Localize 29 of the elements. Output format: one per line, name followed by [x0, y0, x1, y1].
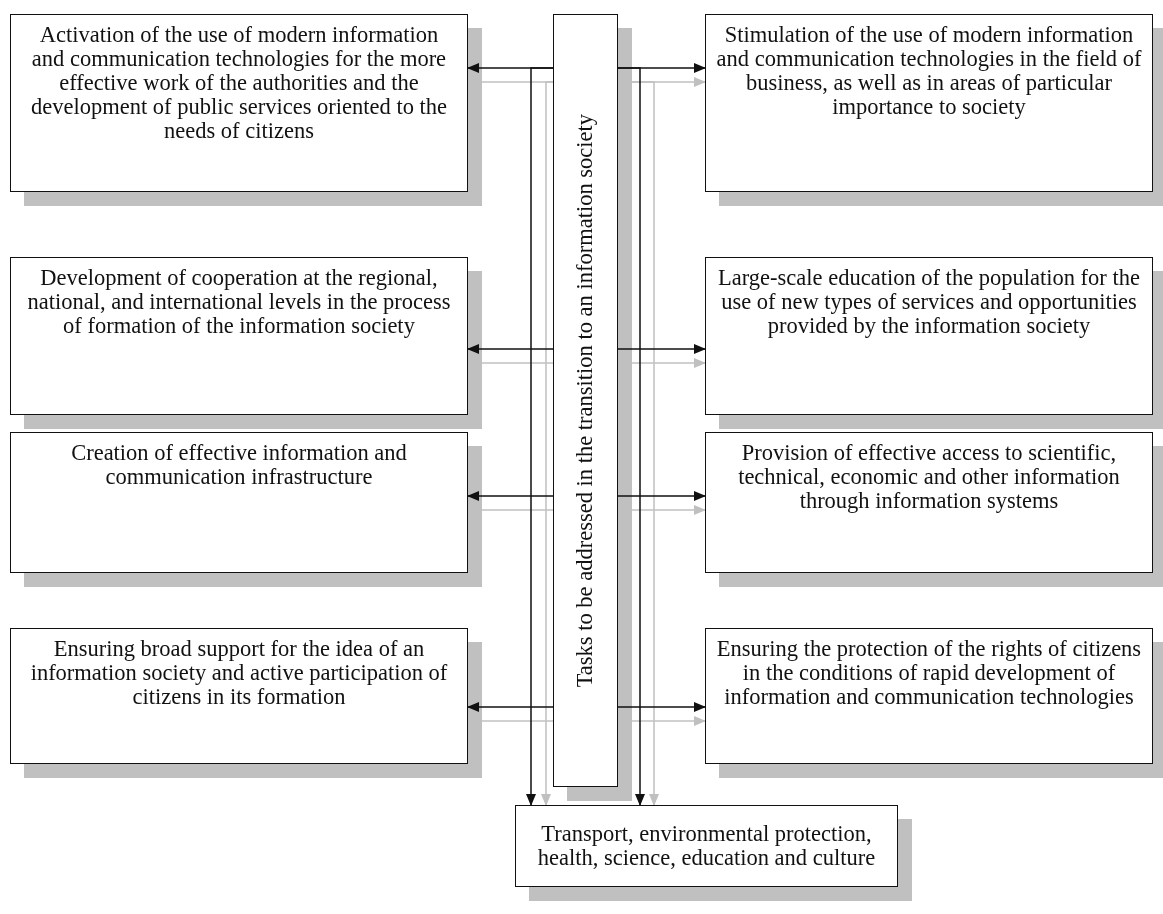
box-text: Large-scale education of the population for the use of new types of services and opportunities provided by the information society — [717, 266, 1141, 338]
box-text: Activation of the use of modern information and communication technologies for the more effective work of the authorities and the development of public services oriented to the needs of citizens — [29, 23, 449, 143]
arrow — [617, 67, 645, 806]
arrow — [617, 344, 706, 354]
task-box — [515, 805, 898, 887]
task-box — [10, 257, 468, 415]
task-box — [10, 14, 468, 192]
box-text: Transport, environmental protection, health, science, education and culture — [536, 822, 877, 870]
arrow — [541, 81, 554, 806]
box-text: Provision of effective access to scientific, technical, economic and other information through information systems — [737, 441, 1121, 513]
box-text: Ensuring the protection of the rights of citizens in the conditions of rapid development of information and communication technologies — [716, 637, 1142, 709]
task-box — [705, 14, 1153, 192]
box-text: Ensuring broad support for the idea of an information society and active participation of citizens in its formation — [29, 637, 449, 709]
task-box — [705, 432, 1153, 573]
task-box — [705, 257, 1153, 415]
box-text: Development of cooperation at the regional, national, and international levels in the process of formation of the information society — [26, 266, 452, 338]
arrow — [617, 491, 706, 501]
arrow — [467, 344, 554, 354]
task-box — [705, 628, 1153, 764]
arrow — [467, 702, 554, 712]
box-text: Tasks to be addressed in the transition to an information society — [573, 113, 598, 688]
arrow — [617, 702, 706, 712]
task-box — [10, 432, 468, 573]
vertical-title-box — [553, 14, 618, 787]
arrow — [467, 491, 554, 501]
task-box — [10, 628, 468, 764]
arrow — [526, 67, 554, 806]
box-text: Stimulation of the use of modern information and communication technologies in the field of business, as well as in areas of particular importance to society — [716, 23, 1142, 119]
box-text: Creation of effective information and communication infrastructure — [70, 441, 408, 489]
